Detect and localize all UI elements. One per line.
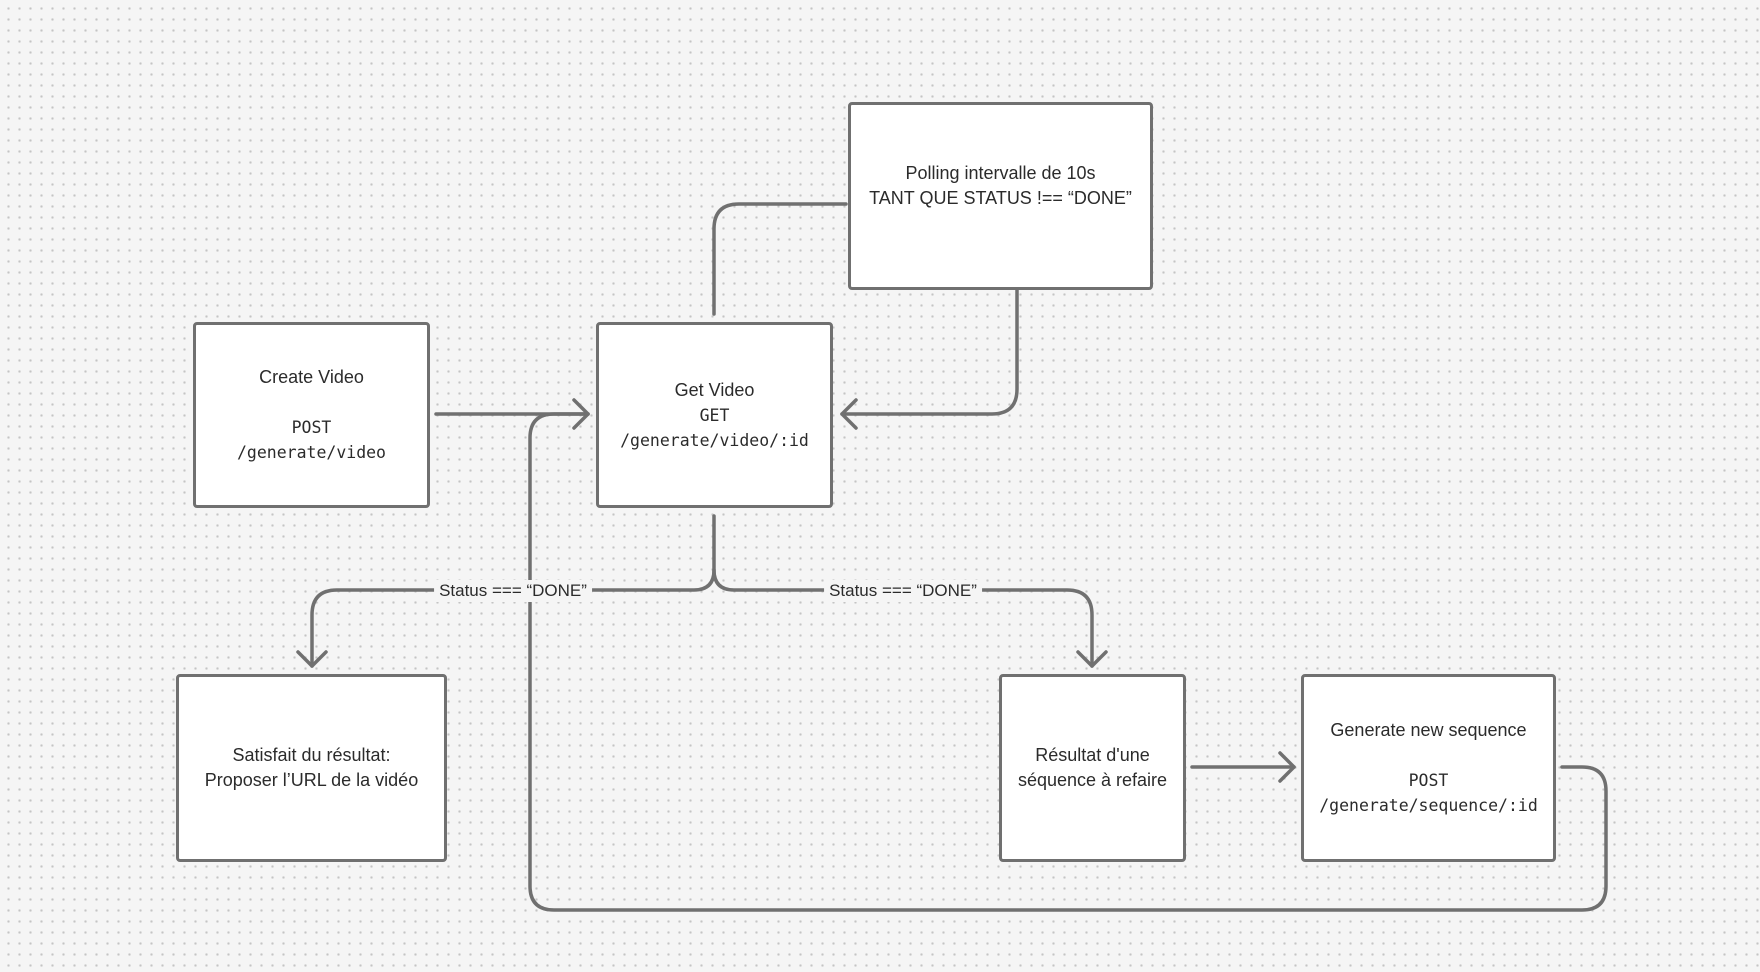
redo-result-node[interactable]: Résultat d'une séquence à refaire — [999, 674, 1186, 862]
polling-line-1: Polling intervalle de 10s — [905, 163, 1096, 183]
create-video-path: /generate/video — [236, 443, 386, 462]
edge-label-done-left: Status === “DONE” — [434, 580, 592, 602]
satisfied-line-1: Satisfait du résultat: — [232, 745, 391, 765]
arrowhead-polling-to-get — [840, 398, 858, 430]
generate-sequence-title: Generate new sequence — [1330, 720, 1527, 740]
connector-get-to-polling — [712, 202, 848, 316]
create-video-method: POST — [291, 418, 332, 437]
connector-get-split-right — [712, 568, 1094, 668]
generate-sequence-path: /generate/sequence/:id — [1319, 796, 1538, 815]
get-video-path: /generate/video/:id — [620, 430, 809, 450]
connector-polling-to-get — [840, 288, 1019, 416]
get-video-title: Get Video — [674, 379, 755, 400]
arrowhead-to-redo-result — [1076, 650, 1108, 668]
polling-line-2: TANT QUE STATUS !== “DONE” — [869, 188, 1132, 208]
get-video-method: GET — [699, 405, 730, 425]
satisfied-line-2: Proposer l’URL de la vidéo — [204, 770, 419, 790]
get-video-node[interactable]: Get Video GET /generate/video/:id — [596, 322, 833, 508]
generate-sequence-method: POST — [1408, 771, 1449, 790]
arrowhead-redo-to-sequence — [1278, 751, 1296, 783]
generate-sequence-node[interactable]: Generate new sequence POST /generate/seq… — [1301, 674, 1556, 862]
connector-sequence-loop-back — [528, 412, 1608, 912]
redo-result-line-2: séquence à refaire — [1017, 770, 1168, 790]
arrowhead-to-satisfied — [296, 650, 328, 668]
polling-node[interactable]: Polling intervalle de 10s TANT QUE STATU… — [848, 102, 1153, 290]
redo-result-line-1: Résultat d'une — [1035, 745, 1150, 765]
create-video-node[interactable]: Create Video POST /generate/video — [193, 322, 430, 508]
edge-label-done-right: Status === “DONE” — [824, 580, 982, 602]
satisfied-node[interactable]: Satisfait du résultat: Proposer l’URL de… — [176, 674, 447, 862]
create-video-title: Create Video — [259, 367, 364, 387]
